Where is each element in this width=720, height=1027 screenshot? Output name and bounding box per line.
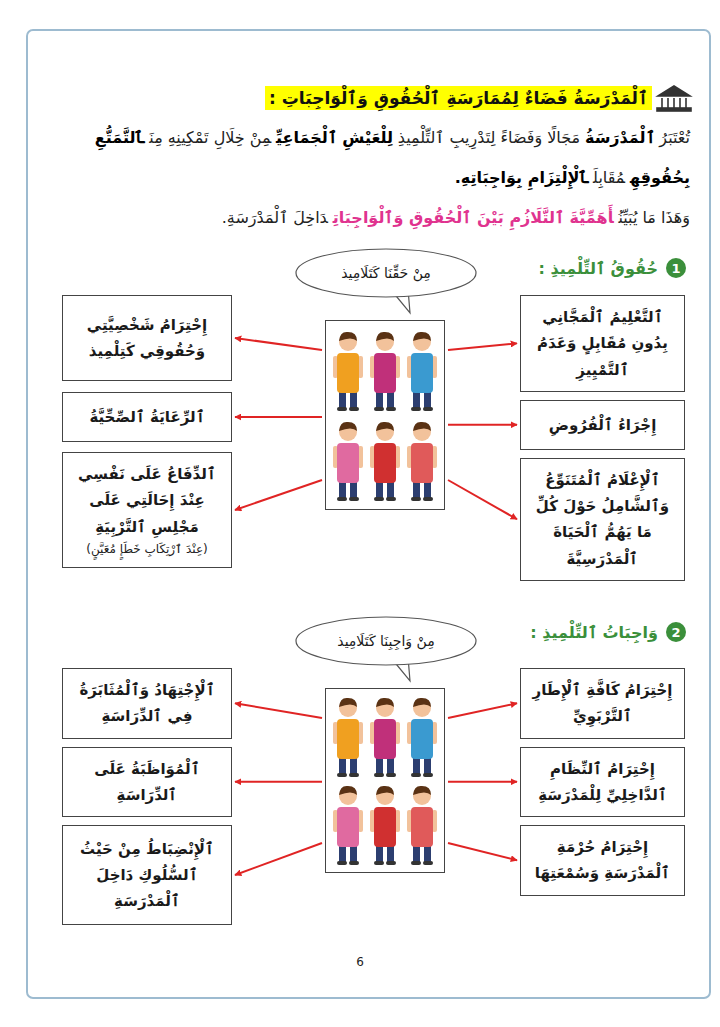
page-number-slot: 6 — [340, 955, 380, 969]
box-text: ٱلْإِنْضِبَاطُ مِنْ حَيْثُ ٱلسُّلُوكِ دَ… — [71, 836, 223, 915]
section-heading: 1 حُقُوقُ ٱلتِّلْمِيذِ : — [539, 258, 687, 278]
pupils-illustration — [333, 332, 437, 501]
paragraph-text: دَاخِلَ ٱلْمَدْرَسَةِ. — [222, 208, 328, 227]
arrow-connector — [448, 843, 517, 860]
title-bar: ٱلْمَدْرَسَةُ فَضَاءٌ لِمُمَارَسَةِ ٱلْح… — [265, 84, 652, 113]
box-text: إِجْرَاءُ ٱلْفُرُوضِ — [549, 412, 657, 438]
box-text: إِحْتِرَامُ شَخْصِيَّتِي وَحُقُوقِي كَتِ… — [71, 312, 223, 365]
page-frame — [27, 30, 710, 998]
section-number: 1 — [666, 258, 686, 278]
arrow-connector — [448, 703, 517, 718]
intro-paragraph: تُعْتَبَرُٱلْمَدْرَسَةُ مَجَالًا وَفَضَاء… — [50, 118, 690, 238]
paragraph-text: تُعْتَبَرُ — [659, 128, 690, 147]
school-icon — [657, 86, 691, 111]
text-box: ٱلْإِجْتِهَادُ وَٱلْمُثَابَرَةُ فِي ٱلدِ… — [62, 668, 232, 739]
section-number: 2 — [666, 622, 686, 642]
arrow-connector — [235, 480, 322, 510]
bubble-text: مِنْ وَاجِبِنَا كَتَلَامِيذ — [294, 615, 478, 667]
arrow-connector — [235, 416, 322, 418]
text-box: إِحْتِرَامُ كَافَّةِ ٱلْإِطَارِ ٱلتَّرْب… — [520, 668, 685, 739]
paragraph-text: ٱلْمَدْرَسَةُ — [585, 128, 655, 147]
section-title: وَاجِبَاتُ ٱلتِّلْمِيذِ : — [530, 623, 658, 642]
bubble-ellipse — [296, 617, 476, 665]
paragraph-text: مُقَابِلَ — [593, 168, 625, 187]
box-text: ٱلتَّعْلِيمُ ٱلْمَجَّانِي بِدُونِ مُقَاب… — [529, 304, 676, 383]
bubble-text: مِنْ حَقِّنَا كَتَلَامِيذ — [341, 265, 431, 281]
text-box: إِحْتِرَامُ ٱلنِّظَامِ ٱلدَّاخِلِيِّ لِل… — [520, 747, 685, 818]
text-box: ٱلْإِعْلَامُ ٱلْمُتَنَوِّعُ وَٱلشَّامِلُ… — [520, 458, 685, 581]
bubble-text: مِنْ وَاجِبِنَا كَتَلَامِيذ — [337, 633, 434, 649]
paragraph-line: وَهَذَا مَا يُبَيِّنُأَهَمِّيَّةَ ٱلتَّل… — [50, 198, 690, 238]
box-text: ٱلدِّفَاعُ عَلَى نَفْسِي عِنْدَ إِحَالَت… — [71, 461, 223, 540]
box-text: ٱلْإِجْتِهَادُ وَٱلْمُثَابَرَةُ فِي ٱلدِ… — [71, 677, 223, 730]
title-text: ٱلْمَدْرَسَةُ فَضَاءٌ لِمُمَارَسَةِ ٱلْح… — [265, 86, 652, 110]
page-number: 6 — [356, 955, 364, 969]
arrow-connector — [235, 703, 322, 718]
arrow-connector — [448, 343, 517, 350]
paragraph-text: وَهَذَا مَا يُبَيِّنُ — [618, 208, 690, 227]
paragraph-line: تُعْتَبَرُٱلْمَدْرَسَةُ مَجَالًا وَفَضَاء… — [50, 118, 690, 198]
box-text: إِحْتِرَامُ ٱلنِّظَامِ ٱلدَّاخِلِيِّ لِل… — [529, 756, 676, 809]
box-note: (عِنْدَ ٱرْتِكَابِ خَطَإٍ مُعَيَّنٍ) — [86, 540, 208, 559]
text-box: ٱلدِّفَاعُ عَلَى نَفْسِي عِنْدَ إِحَالَت… — [62, 452, 232, 568]
speech-bubble: مِنْ حَقِّنَا كَتَلَامِيذ — [294, 247, 478, 317]
bubble-outline — [294, 615, 478, 685]
speech-bubble: مِنْ وَاجِبِنَا كَتَلَامِيذ — [294, 615, 478, 685]
bubble-outline — [294, 247, 478, 317]
paragraph-text: مَجَالًا وَفَضَاءً لِتَدْرِيبِ ٱلتِّلْمِ… — [398, 128, 580, 147]
text-box: ٱلتَّعْلِيمُ ٱلْمَجَّانِي بِدُونِ مُقَاب… — [520, 295, 685, 392]
paragraph-text: لِلْعَيْشِ ٱلْجَمَاعِيِّ — [276, 128, 393, 147]
box-text: إِحْتِرَامُ كَافَّةِ ٱلْإِطَارِ ٱلتَّرْب… — [529, 677, 676, 730]
pupils-illustration — [333, 698, 437, 865]
arrow-connector — [235, 338, 322, 350]
bubble-ellipse — [296, 249, 476, 297]
section-title: حُقُوقُ ٱلتِّلْمِيذِ : — [539, 259, 659, 278]
text-box: ٱلْإِنْضِبَاطُ مِنْ حَيْثُ ٱلسُّلُوكِ دَ… — [62, 825, 232, 925]
arrow-connector — [448, 781, 517, 783]
text-box: ٱلرِّعَايَةُ ٱلصِّحِّيَّةُ — [62, 392, 232, 442]
box-text: ٱلْمُوَاظَبَةُ عَلَى ٱلدِّرَاسَةِ — [71, 756, 223, 809]
bubble-text: مِنْ حَقِّنَا كَتَلَامِيذ — [294, 247, 478, 299]
paragraph-text: مِنْ خِلَالِ تَمْكِينِهِ مِنَ — [149, 128, 271, 147]
box-text: إِحْتِرَامُ حُرْمَةِ ٱلْمَدْرَسَةِ وَسُم… — [529, 834, 676, 887]
pupils-box: مِنْ وَاجِبِنَا كَتَلَامِيذ — [325, 688, 445, 873]
arrow-connector — [448, 424, 517, 426]
box-text: ٱلْإِعْلَامُ ٱلْمُتَنَوِّعُ وَٱلشَّامِلُ… — [529, 467, 676, 572]
pupils-box: مِنْ حَقِّنَا كَتَلَامِيذ — [325, 320, 445, 510]
arrow-connector — [235, 781, 322, 783]
box-text: ٱلرِّعَايَةُ ٱلصِّحِّيَّةُ — [89, 404, 204, 430]
paragraph-text: ٱلْإِلْتِزَامِ بِوَاجِبَاتِهِ. — [455, 168, 589, 187]
paragraph-text: أَهَمِّيَّةَ ٱلتَّلَازُمِ بَيْنَ ٱلْحُقُ… — [333, 208, 614, 227]
text-box: ٱلْمُوَاظَبَةُ عَلَى ٱلدِّرَاسَةِ — [62, 747, 232, 818]
section-heading: 2 وَاجِبَاتُ ٱلتِّلْمِيذِ : — [530, 622, 686, 642]
text-box: إِحْتِرَامُ شَخْصِيَّتِي وَحُقُوقِي كَتِ… — [62, 295, 232, 381]
arrow-connector — [448, 480, 517, 519]
text-box: إِجْرَاءُ ٱلْفُرُوضِ — [520, 400, 685, 450]
text-box: إِحْتِرَامُ حُرْمَةِ ٱلْمَدْرَسَةِ وَسُم… — [520, 825, 685, 896]
arrow-connector — [235, 843, 322, 875]
